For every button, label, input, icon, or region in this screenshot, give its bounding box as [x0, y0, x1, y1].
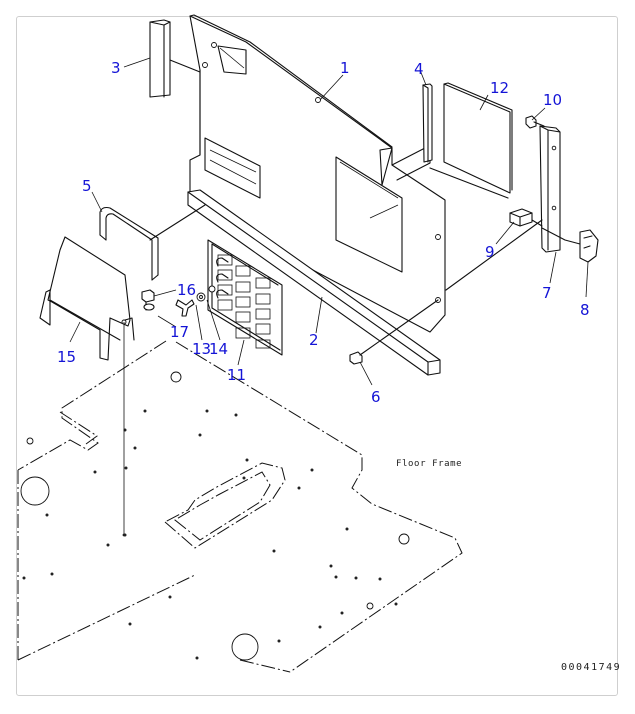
- part-12-plate: [429, 82, 513, 199]
- part-4-bar: [422, 83, 433, 163]
- callout-12: 12: [490, 79, 509, 97]
- callout-6: 6: [371, 388, 381, 406]
- callout-1: 1: [340, 59, 350, 77]
- part-9-block: [509, 208, 543, 227]
- part-8-latch: [579, 229, 599, 263]
- drawing-number: 00041749: [561, 662, 621, 673]
- part-11-grille: [196, 239, 283, 356]
- callout-7: 7: [542, 284, 552, 302]
- part-7-bracket: [445, 125, 581, 291]
- floor-frame-label: Floor Frame: [396, 459, 462, 469]
- callout-15: 15: [57, 348, 76, 366]
- callout-5: 5: [82, 177, 92, 195]
- callout-16: 16: [177, 281, 196, 299]
- leader-lines: [69, 57, 589, 386]
- callout-3: 3: [111, 59, 121, 77]
- callout-8: 8: [580, 301, 590, 319]
- callout-14: 14: [209, 340, 228, 358]
- callout-13: 13: [192, 340, 211, 358]
- callout-17: 17: [170, 323, 189, 341]
- fasteners-16-17: [141, 289, 195, 317]
- callout-10: 10: [543, 91, 562, 109]
- part-15-cover: [39, 236, 135, 537]
- callout-11: 11: [227, 366, 246, 384]
- part-3-post: [149, 19, 201, 98]
- part-6-bolt: [349, 299, 439, 365]
- callout-4: 4: [414, 60, 424, 78]
- main-panel: [189, 14, 446, 333]
- floor-frame: [17, 340, 463, 673]
- callout-2: 2: [309, 331, 319, 349]
- callout-9: 9: [485, 243, 495, 261]
- part-2-beam: [187, 189, 441, 376]
- callout-labels: 1 2 3 4 5 6 7 8 9 10 11 12 13 14 15 16 1…: [57, 59, 590, 406]
- part-5-handle: [99, 204, 206, 281]
